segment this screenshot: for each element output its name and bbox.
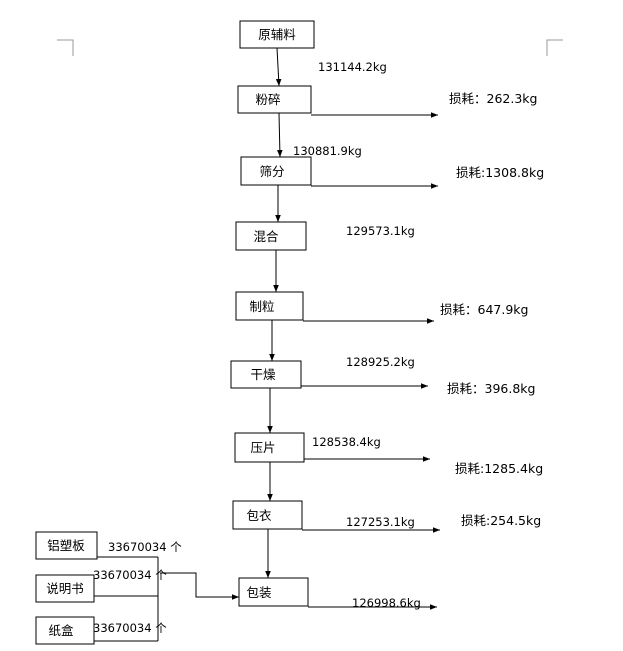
flow-label-3: 129573.1kg [346,224,415,238]
flow-arrow-1 [275,47,282,87]
material-connectors [94,556,239,642]
loss-label-granulate: 损耗：647.9kg [440,302,528,317]
step-label-raw: 原辅料 [258,27,296,42]
flow-label-4: 128925.2kg [346,355,415,369]
page-corner-marks [57,39,563,56]
loss-label-dry: 损耗：396.8kg [447,381,535,396]
step-pack: 包装 [238,577,309,607]
corner-mark-right [546,39,563,56]
flow-label-7: 126998.6kg [352,596,421,610]
material-carton: 纸盒 [35,616,95,645]
step-mix: 混合 [235,221,307,251]
step-granulate: 制粒 [235,291,304,321]
flow-label-5: 128538.4kg [312,435,381,449]
loss-label-press: 损耗:1285.4kg [455,461,543,476]
material-leaflet: 说明书 [35,574,95,603]
flow-arrow-2 [277,112,283,158]
step-label-sieve: 筛分 [259,164,284,179]
step-label-press: 压片 [250,440,275,455]
loss-label-crush: 损耗：262.3kg [449,91,537,106]
step-label-mix: 混合 [253,229,279,244]
step-coat: 包衣 [232,500,303,530]
flow-label-6: 127253.1kg [346,515,415,529]
step-raw: 原辅料 [239,20,315,49]
step-label-coat: 包衣 [246,508,272,523]
step-label-granulate: 制粒 [249,299,274,314]
step-dry: 干燥 [230,360,302,389]
flow-label-1: 131144.2kg [318,60,387,74]
step-press: 压片 [234,432,305,463]
material-label-carton: 纸盒 [48,623,74,638]
step-label-dry: 干燥 [250,367,276,382]
step-label-pack: 包装 [246,585,271,600]
connector-to-pack [160,572,239,600]
step-label-crush: 粉碎 [255,92,280,107]
material-qty-leaflet: 33670034 个 [93,568,167,582]
material-qty-foil: 33670034 个 [108,540,182,554]
material-label-leaflet: 说明书 [46,581,84,596]
material-qty-carton: 33670034 个 [93,621,167,635]
loss-label-coat: 损耗:254.5kg [461,513,541,528]
material-foil: 铝塑板 [35,531,98,560]
corner-mark-left [57,39,74,56]
loss-label-sieve: 损耗:1308.8kg [456,165,544,180]
material-label-foil: 铝塑板 [47,538,85,553]
step-crush: 粉碎 [237,85,312,114]
step-sieve: 筛分 [240,156,312,186]
flow-label-2: 130881.9kg [293,144,362,158]
